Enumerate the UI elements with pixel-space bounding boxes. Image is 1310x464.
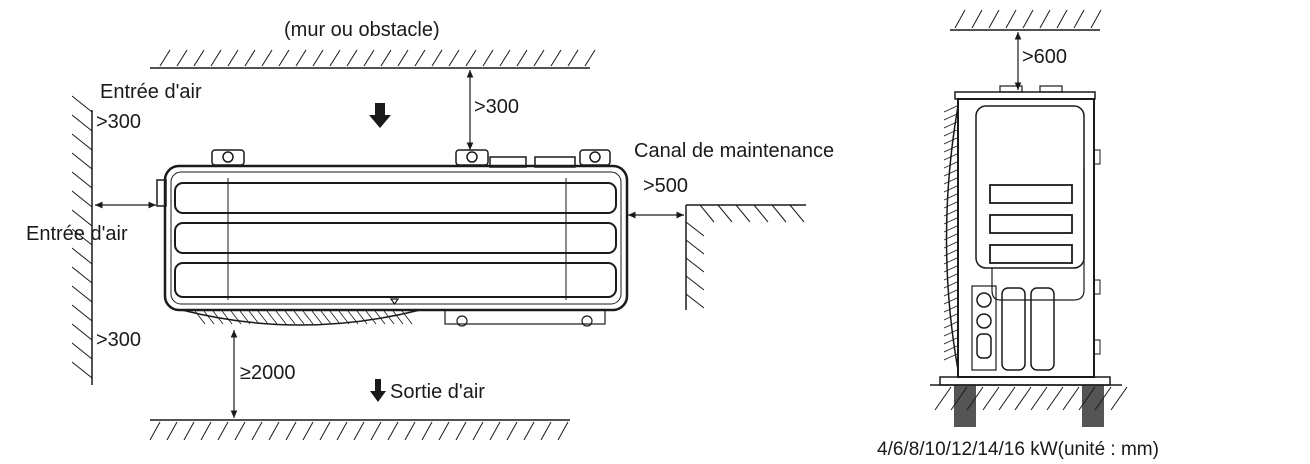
side-top-wall [950, 9, 1102, 31]
maintenance-label: Canal de maintenance [634, 140, 834, 162]
left-clearance-bottom: >300 [96, 329, 141, 351]
model-caption: 4/6/8/10/12/14/16 kW(unité : mm) [877, 439, 1159, 460]
bottom-wall [149, 419, 570, 441]
left-inlet-label-mid: Entrée d'air [26, 223, 128, 245]
left-inlet-label-top: Entrée d'air [100, 81, 202, 103]
left-clearance-top: >300 [96, 111, 141, 133]
down-arrow-icon [370, 379, 386, 402]
maintenance-clearance: >500 [643, 175, 688, 197]
outlet-label: Sortie d'air [390, 381, 485, 403]
top-clearance: >300 [474, 96, 519, 118]
maintenance-wall [685, 204, 806, 310]
side-ground [930, 384, 1128, 411]
outlet-clearance: ≥2000 [240, 362, 295, 384]
top-obstacle-label: (mur ou obstacle) [284, 19, 440, 41]
left-wall [71, 95, 93, 385]
side-top-clearance: >600 [1022, 46, 1067, 68]
top-wall [150, 49, 596, 69]
outdoor-unit-side-view [939, 85, 1111, 427]
down-arrow-icon [369, 103, 391, 128]
outdoor-unit-top-view [156, 149, 629, 327]
